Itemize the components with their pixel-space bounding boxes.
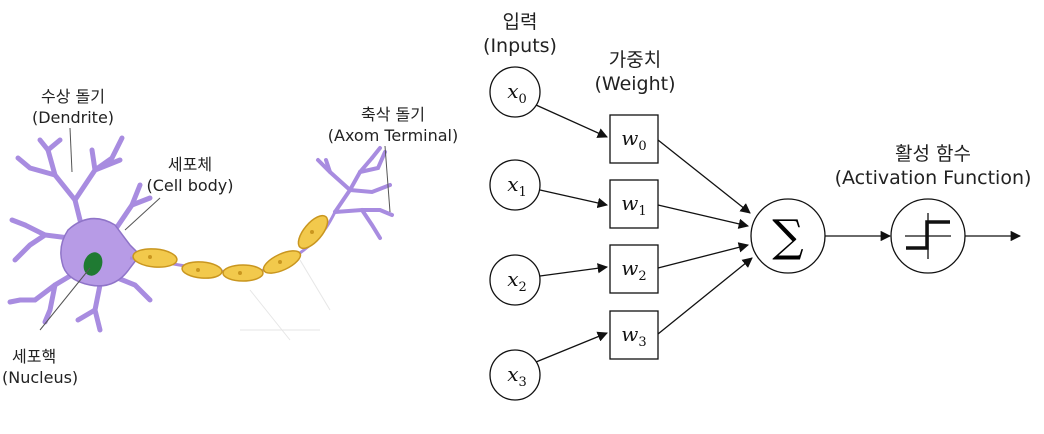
input-label-subscript: 1 — [519, 185, 527, 200]
weight-symbol-var: w — [621, 191, 638, 215]
input-label-var: x — [507, 79, 518, 103]
weight-arrows — [657, 139, 753, 335]
nucleus-label: 세포핵 (Nucleus) — [2, 346, 78, 388]
cellbody-label-en: (Cell body) — [146, 176, 234, 195]
input-label-subscript: 2 — [519, 280, 527, 295]
weight-label-ko: 가중치 — [608, 49, 662, 71]
inputs-label: 입력 (Inputs) — [470, 10, 570, 58]
axon-terminal — [316, 146, 394, 240]
step-function-icon — [905, 213, 951, 259]
weight-symbol-subscript: 1 — [638, 204, 646, 219]
input-label-1: x1 — [507, 172, 527, 200]
dendrite-label-en: (Dendrite) — [31, 108, 115, 127]
input-label-0: x0 — [507, 79, 527, 107]
dendrite-label: 수상 돌기 (Dendrite) — [18, 86, 128, 128]
input-label-var: x — [507, 362, 518, 386]
activation-label-en: (Activation Function) — [834, 167, 1032, 189]
axon-terminal-label-ko: 축삭 돌기 — [361, 105, 425, 124]
weight-symbol-subscript: 3 — [638, 335, 646, 350]
input-label-3: x3 — [507, 362, 527, 390]
axon-terminal-label-en: (Axom Terminal) — [327, 126, 459, 145]
weight-symbol-1: w1 — [621, 191, 646, 219]
weight-symbol-3: w3 — [621, 322, 646, 350]
inputs-label-en: (Inputs) — [483, 35, 557, 57]
weight-symbol-subscript: 0 — [638, 139, 646, 154]
activation-label-ko: 활성 함수 — [895, 143, 971, 165]
input-node-0 — [489, 66, 541, 118]
input-label-2: x2 — [507, 267, 527, 295]
input-node-2 — [489, 254, 541, 306]
weight-symbol-0: w0 — [621, 126, 646, 154]
input-node-3 — [489, 349, 541, 401]
input-node-1 — [489, 159, 541, 211]
weight-symbol-var: w — [621, 256, 638, 280]
weight-symbol-subscript: 2 — [638, 269, 646, 284]
nucleus-label-en: (Nucleus) — [2, 368, 79, 387]
activation-label: 활성 함수 (Activation Function) — [828, 142, 1038, 190]
input-label-subscript: 3 — [519, 375, 527, 390]
weight-box-2 — [609, 244, 659, 294]
weight-symbol-2: w2 — [621, 256, 646, 284]
neuron-illustration — [7, 127, 394, 341]
cell-body — [60, 217, 141, 287]
sum-symbol: ∑ — [772, 211, 803, 262]
input-label-var: x — [507, 267, 518, 291]
myelin-sheaths — [132, 214, 329, 282]
cellbody-label-ko: 세포체 — [167, 155, 213, 174]
weight-box-0 — [609, 114, 659, 164]
weight-symbol-var: w — [621, 322, 638, 346]
input-label-var: x — [507, 172, 518, 196]
weight-box-1 — [609, 179, 659, 229]
cellbody-label: 세포체 (Cell body) — [135, 154, 245, 196]
nucleus-label-ko: 세포핵 — [12, 347, 57, 366]
input-arrows — [535, 104, 609, 363]
axon-terminal-label: 축삭 돌기 (Axom Terminal) — [318, 104, 468, 146]
weight-box-3 — [609, 310, 659, 360]
weight-symbol-var: w — [621, 126, 638, 150]
input-label-subscript: 0 — [519, 92, 527, 107]
weight-label: 가중치 (Weight) — [580, 48, 690, 96]
neuron-pointers — [39, 127, 391, 331]
dendrite-label-ko: 수상 돌기 — [41, 87, 105, 106]
inputs-label-ko: 입력 — [502, 11, 538, 33]
weight-label-en: (Weight) — [594, 73, 676, 95]
